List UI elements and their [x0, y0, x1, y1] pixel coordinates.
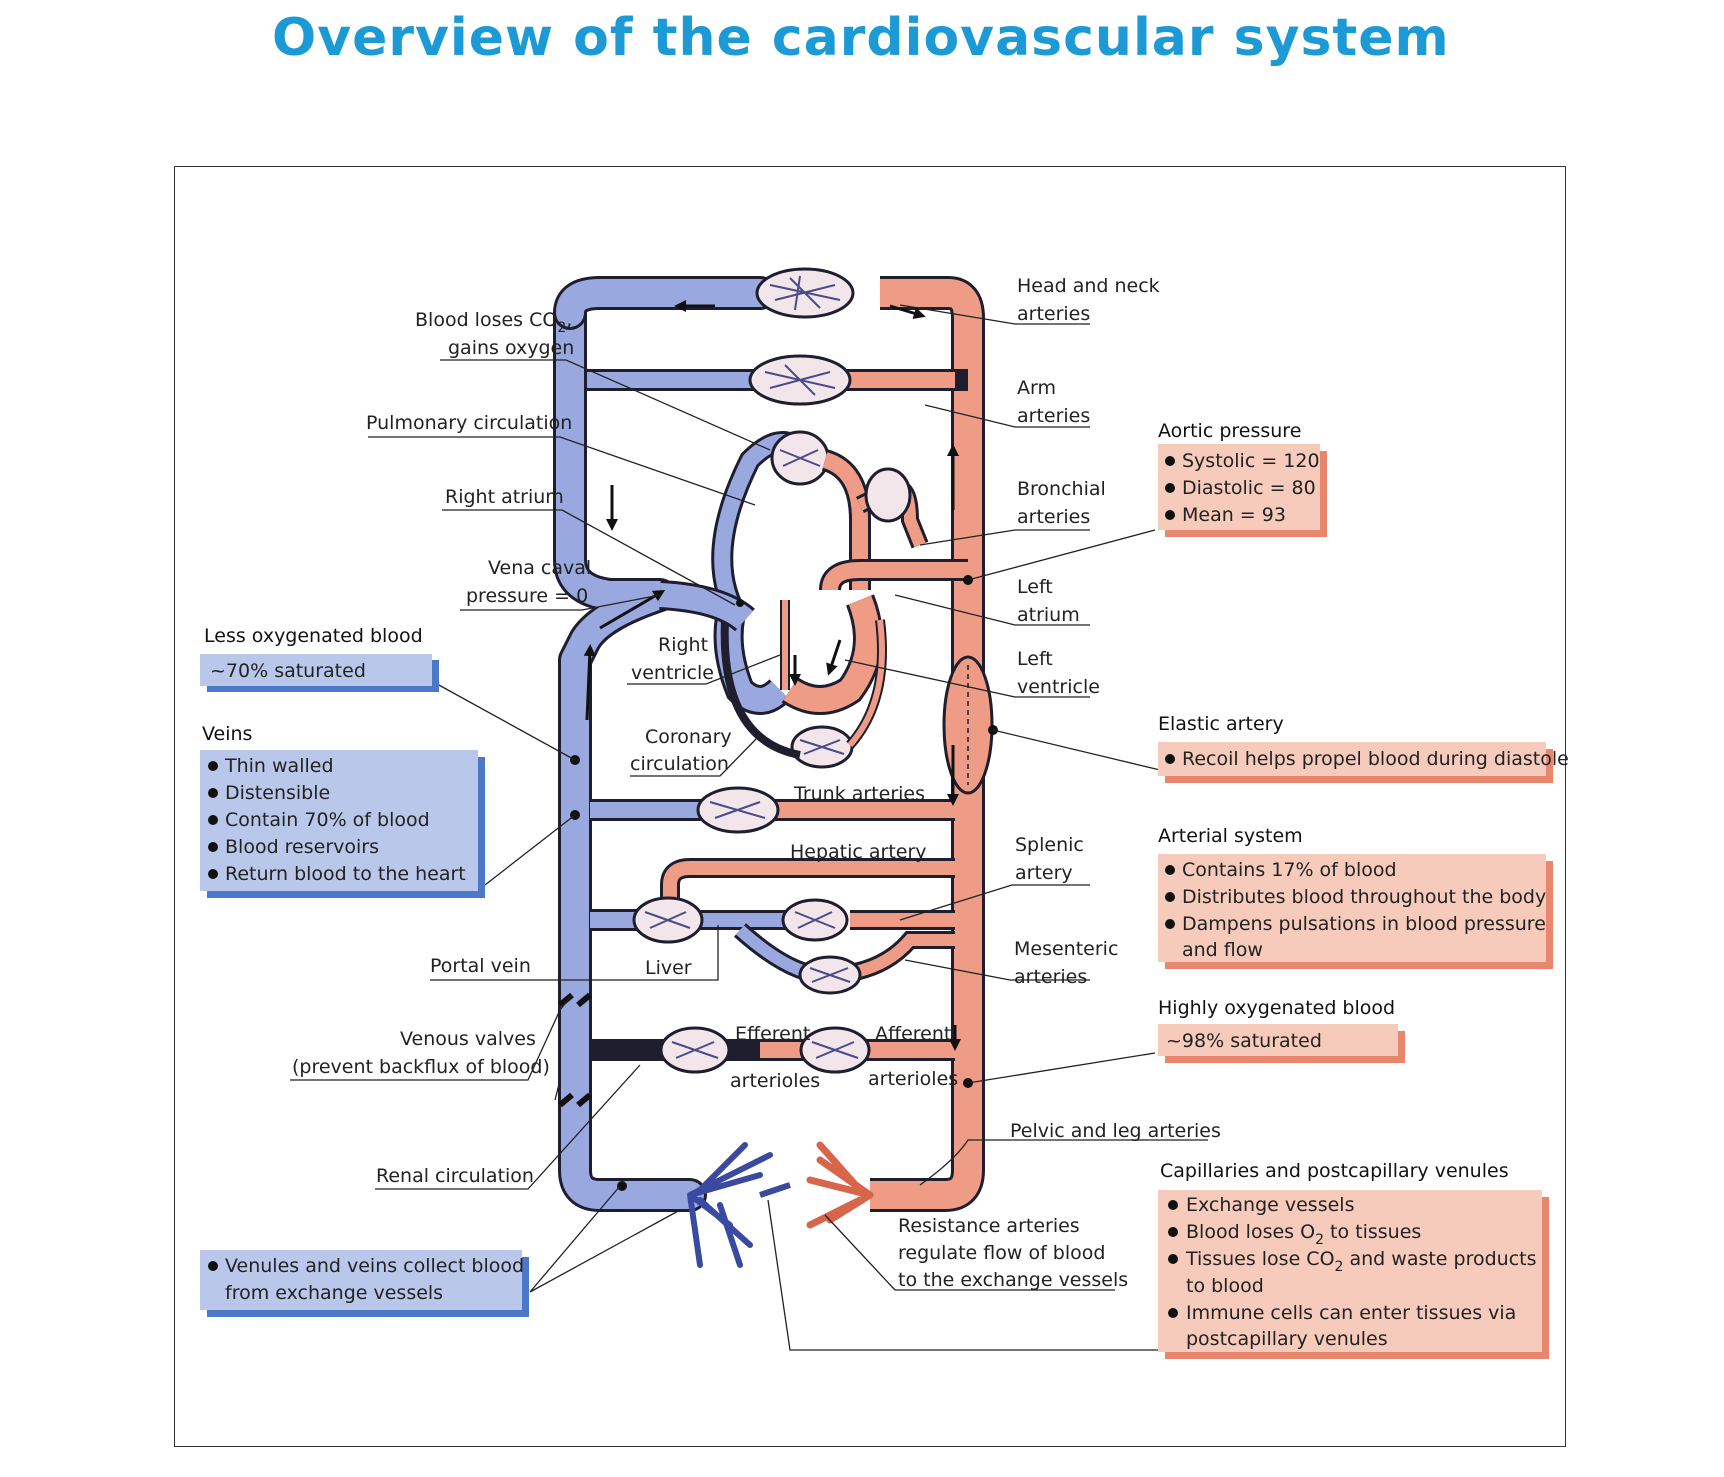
panel-arterial-item-3-cont: and flow [1182, 939, 1263, 961]
label-mesenteric-1: Mesenteric [1014, 938, 1118, 960]
label-venous-valves-2: (prevent backflux of blood) [292, 1056, 550, 1078]
label-pulmonary: Pulmonary circulation [366, 412, 572, 434]
panel-capillaries-item-4-cont: postcapillary venules [1186, 1328, 1388, 1350]
panel-elastic-item-1: Recoil helps propel blood during diastol… [1182, 748, 1569, 770]
panel-capillaries-item-3: Tissues lose CO2 and waste products [1185, 1248, 1537, 1275]
label-arm-1: Arm [1017, 377, 1056, 399]
panel-arterial-system: Arterial system Contains 17% of blood Di… [1158, 825, 1553, 969]
label-splenic-2: artery [1015, 862, 1073, 884]
capillary-bed-arm [748, 354, 852, 406]
panel-capillaries-item-1: Exchange vessels [1186, 1194, 1354, 1216]
label-left-atrium-1: Left [1017, 576, 1053, 598]
diagram-frame [174, 166, 1566, 1447]
panel-less-oxygenated-heading: Less oxygenated blood [204, 625, 423, 647]
label-efferent: Efferent [735, 1023, 810, 1045]
label-right-ventricle-2: ventricle [631, 662, 714, 684]
label-head-neck-2: arteries [1017, 303, 1090, 325]
label-trunk-arteries: Trunk arteries [793, 783, 925, 805]
panel-highly-oxygenated-heading: Highly oxygenated blood [1158, 997, 1395, 1019]
label-left-ventricle-2: ventricle [1017, 676, 1100, 698]
label-blood-loses: Blood loses CO2, [415, 309, 572, 336]
panel-venules: Venules and veins collect blood from exc… [200, 1250, 529, 1317]
label-right-atrium: Right atrium [445, 486, 564, 508]
panel-veins-item-5: Return blood to the heart [225, 863, 466, 885]
capillary-bed-mesenteric [798, 955, 862, 995]
panel-venules-item-1-cont: from exchange vessels [225, 1282, 443, 1304]
label-bronchial-2: arteries [1017, 506, 1090, 528]
panel-capillaries-item-3-cont: to blood [1186, 1275, 1264, 1297]
capillary-bed-renal-afferent [799, 1026, 871, 1074]
label-coronary-2: circulation [630, 753, 729, 775]
capillary-bed-splenic [781, 898, 849, 942]
label-head-neck-1: Head and neck [1017, 275, 1160, 297]
label-afferent: Afferent [875, 1023, 951, 1045]
label-resistance-2: regulate flow of blood [898, 1242, 1105, 1264]
panel-arterial-heading: Arterial system [1158, 825, 1303, 847]
capillary-bed-head [755, 267, 855, 319]
panel-capillaries: Capillaries and postcapillary venules Ex… [1158, 1160, 1549, 1359]
panel-veins-item-1: Thin walled [224, 755, 334, 777]
venous-branches-legs [687, 1142, 791, 1268]
label-liver: Liver [645, 957, 692, 979]
vessel-network [553, 267, 998, 1268]
capillary-bed-liver [632, 896, 704, 944]
label-resistance-1: Resistance arteries [898, 1215, 1080, 1237]
label-vena-caval-1: Vena caval [488, 557, 591, 579]
arterial-branches-legs [806, 1141, 874, 1229]
label-portal-vein: Portal vein [430, 955, 531, 977]
elastic-artery-bulge [942, 655, 994, 795]
label-vena-caval-2: pressure = 0 [466, 585, 588, 607]
panel-capillaries-heading: Capillaries and postcapillary venules [1160, 1160, 1509, 1182]
capillary-bed-trunk [696, 786, 780, 834]
label-right-ventricle-1: Right [658, 634, 708, 656]
label-bronchial-1: Bronchial [1017, 478, 1106, 500]
label-arterioles-left: arterioles [730, 1070, 820, 1092]
panel-aortic-item-2: Diastolic = 80 [1182, 477, 1316, 499]
panel-less-oxygenated-text: ~70% saturated [210, 660, 366, 682]
panel-highly-oxygenated-text: ~98% saturated [1166, 1030, 1322, 1052]
flow-arrows [583, 300, 961, 1051]
diagram-labels: Head and neck arteries Blood loses CO2, … [292, 275, 1221, 1291]
panel-aortic-item-1: Systolic = 120 [1182, 450, 1320, 472]
label-left-ventricle-1: Left [1017, 648, 1053, 670]
label-coronary-1: Coronary [645, 726, 732, 748]
label-renal-circulation: Renal circulation [376, 1165, 534, 1187]
panel-veins: Veins Thin walled Distensible Contain 70… [200, 723, 485, 898]
page-title: Overview of the cardiovascular system [272, 8, 1450, 68]
label-arterioles-right: arterioles [868, 1068, 958, 1090]
panel-veins-item-2: Distensible [225, 782, 330, 804]
capillary-bed-coronary [790, 725, 854, 769]
label-splenic-1: Splenic [1015, 834, 1084, 856]
panel-highly-oxygenated: Highly oxygenated blood ~98% saturated [1158, 997, 1405, 1063]
venous-valves [558, 992, 592, 1108]
leader-lines [290, 304, 1208, 1351]
capillary-bed-renal-efferent [659, 1026, 731, 1074]
panel-veins-heading: Veins [202, 723, 252, 745]
panel-less-oxygenated: Less oxygenated blood ~70% saturated [200, 625, 439, 692]
panel-arterial-item-1: Contains 17% of blood [1182, 859, 1397, 881]
label-left-atrium-2: atrium [1017, 604, 1080, 626]
label-pelvic-leg: Pelvic and leg arteries [1010, 1120, 1221, 1142]
label-resistance-3: to the exchange vessels [898, 1269, 1128, 1291]
panel-elastic-heading: Elastic artery [1158, 713, 1284, 735]
panel-veins-item-3: Contain 70% of blood [225, 809, 430, 831]
label-gains-oxygen: gains oxygen [448, 337, 574, 359]
heart [659, 430, 968, 759]
panel-veins-item-4: Blood reservoirs [225, 836, 379, 858]
panel-capillaries-item-4: Immune cells can enter tissues via [1186, 1302, 1516, 1324]
panel-aortic-heading: Aortic pressure [1158, 420, 1301, 442]
label-venous-valves-1: Venous valves [400, 1028, 536, 1050]
panel-venules-item-1: Venules and veins collect blood [225, 1255, 524, 1277]
panel-aortic-item-3: Mean = 93 [1182, 504, 1286, 526]
panel-arterial-item-3: Dampens pulsations in blood pressure [1182, 913, 1546, 935]
panel-aortic-pressure: Aortic pressure Systolic = 120 Diastolic… [1158, 420, 1327, 537]
panel-elastic-artery: Elastic artery Recoil helps propel blood… [1158, 713, 1569, 783]
panel-capillaries-item-2: Blood loses O2 to tissues [1186, 1221, 1421, 1248]
panel-arterial-item-2: Distributes blood throughout the body [1182, 886, 1546, 908]
label-hepatic-artery: Hepatic artery [790, 841, 927, 863]
label-mesenteric-2: arteries [1014, 966, 1087, 988]
label-arm-2: arteries [1017, 405, 1090, 427]
